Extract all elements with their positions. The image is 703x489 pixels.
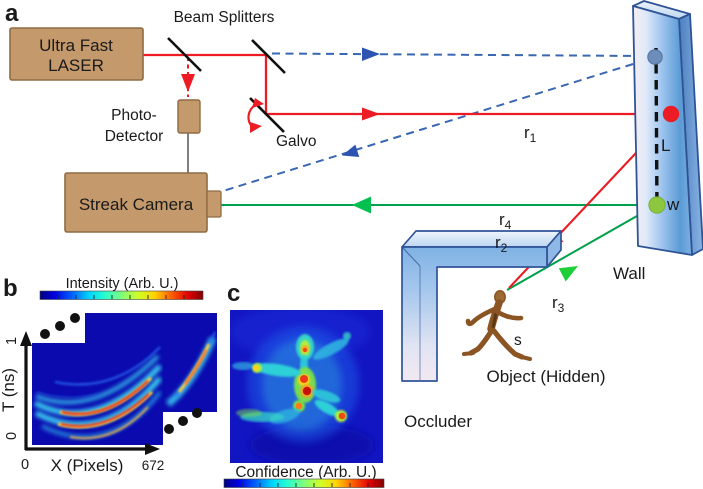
occluder-top-face [401, 230, 562, 248]
laser-box [9, 27, 144, 81]
panel-c-letter: c [227, 280, 240, 307]
streak-frame-front-content [33, 346, 163, 440]
wall-front-face [632, 5, 693, 256]
figure-rear-foot [520, 355, 532, 361]
blue-arrow-downleft-icon [342, 144, 360, 157]
label-s: s [514, 332, 522, 349]
intensity-colorbar-title: Intensity (Arb. U.) [66, 276, 179, 292]
figure-rear-arm [493, 308, 524, 321]
photo-detector-label-line1: Photo- [111, 107, 157, 124]
y-axis-label: T (ns) [0, 368, 18, 412]
y-tick-max: 1 [4, 337, 20, 345]
intensity-colorbar-ticks [57, 295, 185, 299]
streak-camera-lens [206, 190, 222, 218]
panel-a: a Ultra Fast LASER [5, 0, 703, 431]
blue-dashed-beams [222, 52, 647, 192]
confidence-colorbar-title: Confidence (Arb. U.) [235, 464, 376, 481]
beam-splitter-2 [251, 39, 286, 74]
panel-a-letter: a [5, 0, 19, 27]
laser-label-line2: LASER [48, 56, 104, 75]
panel-b: b Intensity (Arb. U.) [0, 275, 217, 475]
hidden-object-figure [462, 290, 532, 361]
label-r1: r1 [524, 123, 537, 145]
figure-rear-leg [491, 328, 525, 360]
y-axis-arrowhead-icon [20, 331, 32, 346]
galvo-rotation-arrowhead-bottom-icon [250, 122, 262, 133]
x-tick-min: 0 [21, 457, 29, 473]
object-hidden-label: Object (Hidden) [486, 367, 605, 386]
x-axis-arrowhead-icon [145, 443, 160, 455]
red-arrow-down-icon [181, 74, 195, 92]
wall-return-spot-dot [648, 196, 666, 214]
beam-bs-to-wall-dashed [271, 52, 645, 57]
figure-front-foot [462, 351, 475, 356]
label-r2: r2 [495, 233, 508, 255]
streak-camera-label: Streak Camera [79, 195, 194, 214]
label-L: L [661, 136, 670, 155]
red-arrow-right-icon [362, 107, 380, 121]
photo-detector-box [177, 99, 201, 134]
ellipsis-dots-bottom [164, 408, 202, 434]
x-tick-max: 672 [142, 458, 165, 473]
occluder-label: Occluder [404, 412, 472, 431]
panel-b-letter: b [3, 275, 18, 302]
figure-front-leg [468, 327, 495, 356]
occluder [401, 230, 562, 382]
label-r3: r3 [552, 293, 565, 315]
beam-laser-red [143, 53, 662, 116]
panel-b-axes: 1 0 T (ns) 0 X (Pixels) 672 [0, 331, 164, 475]
intensity-colorbar [39, 290, 204, 300]
confidence-colorbar [223, 478, 385, 488]
blue-arrow-right-icon [362, 47, 380, 61]
wall-label: Wall [613, 264, 645, 283]
wall-camera-spot-dot [647, 49, 663, 65]
galvo-rotation-arrowhead-top-icon [252, 98, 264, 108]
wall [632, 0, 703, 256]
beam-wall-to-camera-dashed [222, 59, 647, 192]
occluder-corner-edge [401, 246, 421, 267]
galvo-label: Galvo [276, 133, 317, 150]
y-tick-min: 0 [4, 432, 20, 440]
beam-splitter-1 [167, 37, 202, 72]
panel-c: c [223, 280, 385, 488]
photo-detector-label-line2: Detector [105, 128, 164, 145]
wall-scan-line [654, 47, 659, 214]
confidence-heatmap-content [230, 310, 374, 463]
green-arrow-upright-icon [558, 266, 578, 282]
occluder-front-face [401, 246, 548, 382]
confidence-colorbar-ticks [241, 483, 369, 487]
label-r4: r4 [499, 210, 512, 232]
beam-r3-green [506, 207, 652, 291]
laser-label-line1: Ultra Fast [39, 36, 113, 55]
green-arrow-left-icon [352, 196, 371, 214]
x-axis-label: X (Pixels) [51, 456, 124, 475]
label-w: w [666, 195, 680, 214]
figure-front-arm [465, 305, 500, 327]
ellipsis-dots-top [40, 313, 80, 339]
wall-laser-spot-dot [662, 105, 680, 123]
streak-frame-back-content [165, 331, 217, 407]
beam-splitters-label: Beam Splitters [174, 9, 275, 26]
